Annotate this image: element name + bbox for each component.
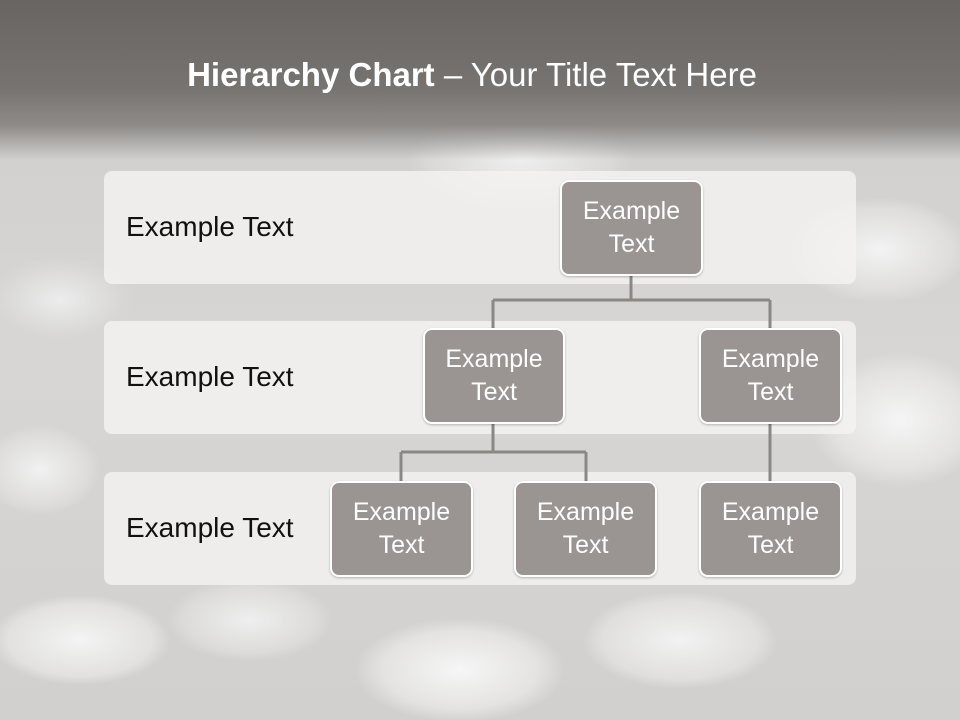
- slide-title: Hierarchy Chart – Your Title Text Here: [0, 56, 944, 94]
- title-rest-part: – Your Title Text Here: [434, 56, 757, 93]
- node-level2-right: Example Text: [699, 328, 842, 424]
- node-level3-b-text: Example Text: [536, 498, 635, 559]
- node-level2-left: Example Text: [423, 328, 565, 424]
- node-level3-c-text: Example Text: [721, 498, 820, 559]
- row-label-2: Example Text: [126, 361, 294, 392]
- node-level3-a: Example Text: [330, 481, 473, 577]
- node-level3-b: Example Text: [514, 481, 657, 577]
- row-band-1: [104, 171, 856, 284]
- title-bold-part: Hierarchy Chart: [187, 56, 435, 93]
- node-level2-left-text: Example Text: [445, 345, 543, 406]
- node-level3-c: Example Text: [699, 481, 842, 577]
- title-band: [0, 0, 960, 160]
- node-root: Example Text: [560, 180, 703, 276]
- row-label-3: Example Text: [126, 512, 294, 543]
- row-label-1: Example Text: [126, 211, 294, 242]
- node-root-text: Example Text: [582, 197, 681, 258]
- node-level3-a-text: Example Text: [352, 498, 451, 559]
- node-level2-right-text: Example Text: [721, 345, 820, 406]
